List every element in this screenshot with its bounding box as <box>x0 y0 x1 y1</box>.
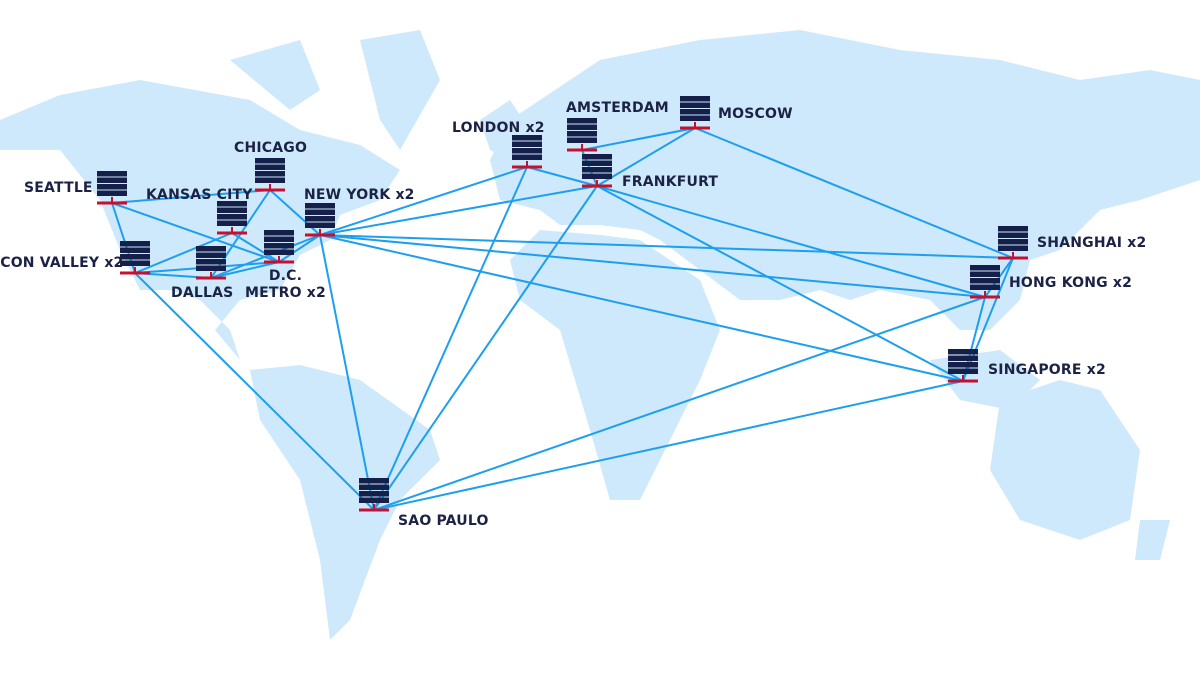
server-rack-icon <box>120 241 150 275</box>
network-links <box>111 127 1014 511</box>
server-rack-icon <box>970 265 1000 299</box>
link-dc-newyork <box>278 234 321 263</box>
link-london-frankfurt <box>526 166 598 187</box>
node-label-saopaulo: SAO PAULO <box>398 513 489 529</box>
server-rack-icon <box>305 203 335 237</box>
link-frankfurt-hongkong <box>596 185 986 298</box>
link-newyork-london <box>319 166 528 236</box>
server-rack-icon <box>196 246 226 280</box>
node-label-frankfurt: FRANKFURT <box>622 174 719 190</box>
link-amsterdam-moscow <box>581 127 696 151</box>
land-mass <box>510 230 720 500</box>
server-rack-icon <box>582 154 612 188</box>
node-label-london: LONDON x2 <box>452 120 545 136</box>
link-kansas-dc <box>231 232 280 263</box>
link-newyork-shanghai <box>319 234 1014 259</box>
link-newyork-saopaulo <box>319 234 375 511</box>
link-seattle-chicago <box>111 189 271 204</box>
datacenter-nodes <box>97 96 1028 512</box>
server-rack-icon <box>264 230 294 264</box>
node-label-kansas: KANSAS CITY <box>146 187 253 203</box>
link-shanghai-hongkong <box>984 257 1014 298</box>
server-rack-icon <box>255 158 285 192</box>
node-label-singapore: SINGAPORE x2 <box>988 362 1106 378</box>
link-london-saopaulo <box>373 166 528 511</box>
node-label-amsterdam: AMSTERDAM <box>566 100 669 116</box>
node-label-dallas: DALLAS <box>171 285 234 301</box>
land-mass <box>490 30 1200 330</box>
link-dallas-dc <box>210 261 280 279</box>
link-newyork-hongkong <box>319 234 986 298</box>
node-label-silicon: SILICON VALLEY x2 <box>0 255 124 271</box>
link-dallas-newyork <box>210 234 321 279</box>
node-label-dc: D.C. METRO x2 <box>245 268 326 301</box>
server-rack-icon <box>512 135 542 169</box>
land-mass <box>360 30 440 150</box>
node-label-shanghai: SHANGHAI x2 <box>1037 235 1147 251</box>
link-singapore-saopaulo <box>373 380 964 511</box>
link-newyork-singapore <box>319 234 964 382</box>
server-rack-icon <box>567 118 597 152</box>
server-rack-icon <box>217 201 247 235</box>
node-label-hongkong: HONG KONG x2 <box>1009 275 1133 291</box>
link-frankfurt-moscow <box>596 127 696 187</box>
link-seattle-dc <box>111 202 280 263</box>
server-rack-icon <box>998 226 1028 260</box>
server-rack-icon <box>948 349 978 383</box>
node-label-seattle: SEATTLE <box>24 180 93 196</box>
link-kansas-silicon <box>134 232 233 274</box>
land-mass <box>990 380 1140 540</box>
link-hongkong-saopaulo <box>373 296 986 511</box>
node-label-moscow: MOSCOW <box>718 106 793 122</box>
land-mass <box>230 40 320 110</box>
link-frankfurt-saopaulo <box>373 185 598 511</box>
link-newyork-frankfurt <box>319 185 598 236</box>
land-mass <box>0 80 400 360</box>
server-rack-icon <box>680 96 710 130</box>
server-rack-icon <box>97 171 127 205</box>
server-rack-icon <box>359 478 389 512</box>
node-label-chicago: CHICAGO <box>234 140 308 156</box>
land-masses <box>0 30 1200 640</box>
node-label-newyork: NEW YORK x2 <box>304 187 415 203</box>
link-frankfurt-singapore <box>596 185 964 382</box>
land-mass <box>1135 520 1170 560</box>
link-silicon-saopaulo <box>134 272 375 511</box>
link-moscow-shanghai <box>694 127 1014 259</box>
